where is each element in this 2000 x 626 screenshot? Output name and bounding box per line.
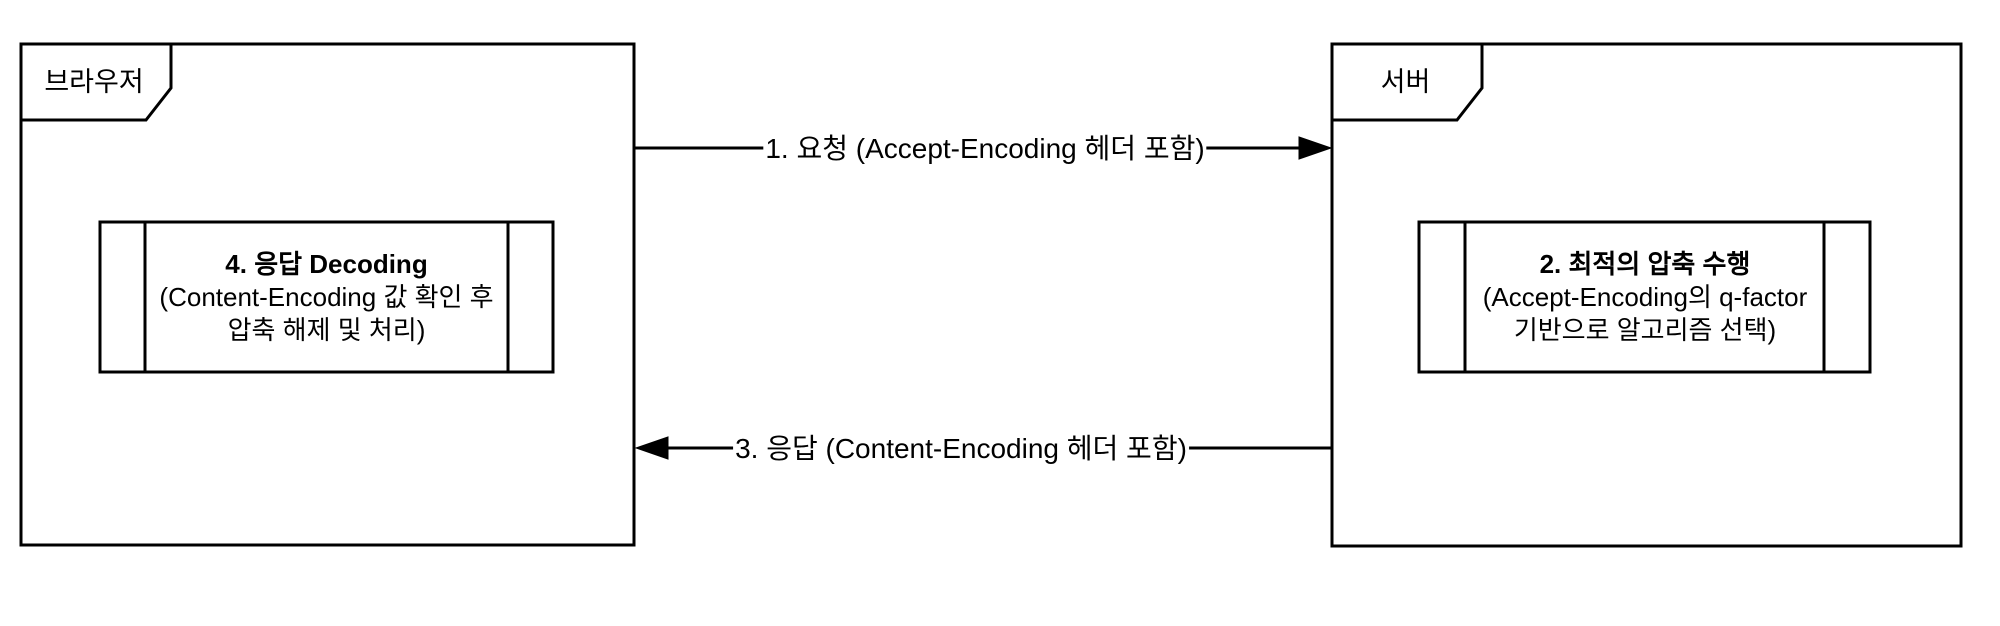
server-container-title: 서버 [1380, 66, 1431, 97]
server-process-box [1417, 220, 1872, 374]
browser-container-title: 브라우저 [44, 66, 144, 97]
browser-process-box [98, 220, 555, 374]
server-process-line3: 기반으로 알고리즘 선택) [1513, 314, 1777, 345]
browser-process-line3: 압축 해제 및 처리) [227, 314, 426, 345]
response-arrowhead-icon [634, 436, 669, 460]
browser-container-tab [19, 42, 173, 122]
request-arrow-label: 1. 요청 (Accept-Encoding 헤더 포함) [763, 132, 1207, 166]
browser-process-text: 4. 응답 Decoding (Content-Encoding 값 확인 후 … [145, 222, 508, 372]
server-process-title: 2. 최적의 압축 수행 [1539, 248, 1751, 279]
response-arrow-label: 3. 응답 (Content-Encoding 헤더 포함) [733, 432, 1189, 466]
server-container-tab [1330, 42, 1484, 122]
server-process-line2: (Accept-Encoding의 q-factor [1482, 281, 1808, 312]
browser-process-title: 4. 응답 Decoding [225, 248, 428, 279]
browser-process-line2: (Content-Encoding 값 확인 후 [159, 281, 494, 312]
request-arrowhead-icon [1298, 136, 1333, 160]
server-process-text: 2. 최적의 압축 수행 (Accept-Encoding의 q-factor … [1465, 222, 1825, 372]
